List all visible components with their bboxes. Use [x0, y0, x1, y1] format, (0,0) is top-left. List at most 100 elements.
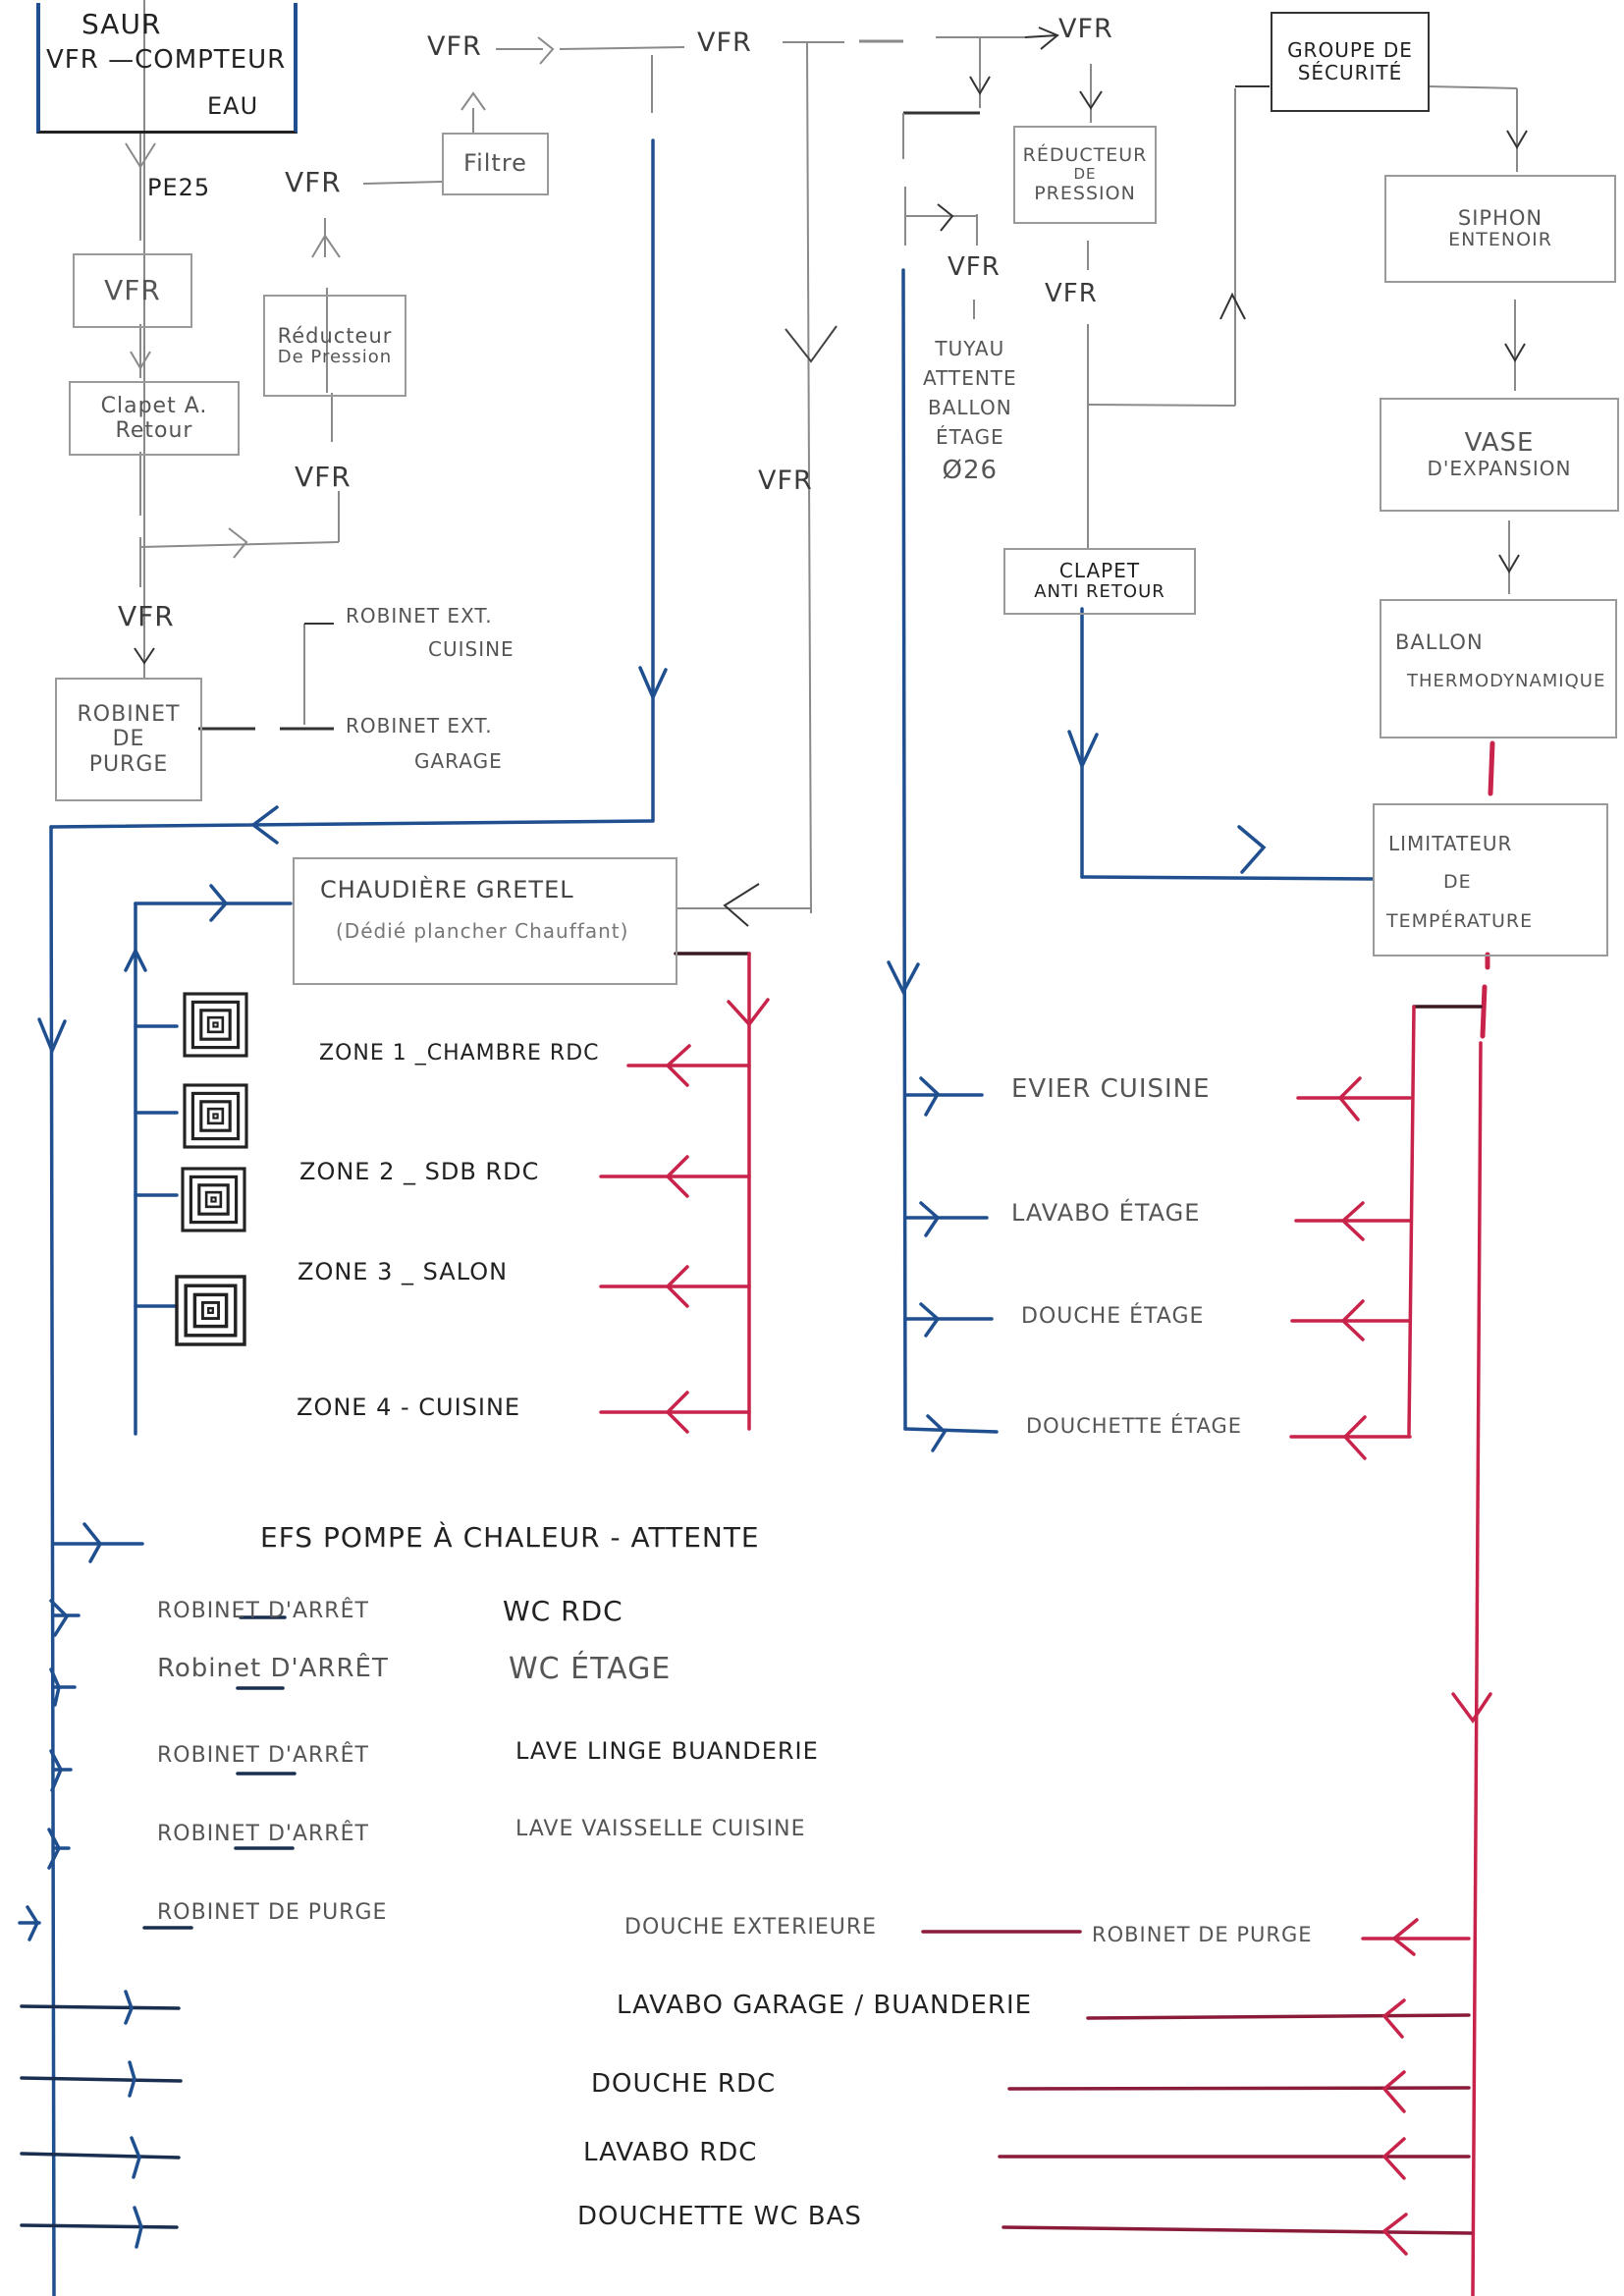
- arrow-down-icon: [887, 960, 920, 996]
- outlet-efs-label: EFS POMPE À CHALEUR - ATTENTE: [260, 1521, 760, 1554]
- arrow-right-icon: [209, 884, 229, 922]
- reducteur-right-line3: PRESSION: [1034, 182, 1136, 204]
- arrow-right-icon: [82, 1522, 103, 1563]
- arrow-down-icon: [1504, 343, 1526, 362]
- arrow-right-icon: [124, 1990, 134, 2025]
- pipe-segment: [20, 2004, 181, 2010]
- pipe-segment: [1480, 984, 1488, 1039]
- pipe-segment: [20, 2152, 181, 2159]
- robinet-ext-garage-line2: GARAGE: [414, 749, 503, 773]
- douche-exterieure-label: DOUCHE EXTERIEURE: [624, 1915, 878, 1940]
- reducteur-pression-right-box: RÉDUCTEUR DE PRESSION: [1013, 126, 1157, 224]
- arrow-left-icon: [1381, 2137, 1406, 2180]
- arrow-down-icon: [727, 998, 770, 1027]
- outlet-wc-rdc: WC RDC: [503, 1595, 623, 1627]
- vfr-top-filtre: VFR: [427, 31, 482, 62]
- pipe-segment: [901, 268, 907, 1431]
- arrow-down-icon: [1451, 1692, 1492, 1724]
- pipe-segment: [1488, 740, 1495, 796]
- ballon-line1: BALLON: [1395, 630, 1484, 654]
- eau-label: EAU: [207, 92, 259, 120]
- pipe-segment: [559, 46, 685, 50]
- arrow-right-icon: [919, 1302, 941, 1338]
- pipe-segment: [1024, 34, 1058, 38]
- chaudiere-line1: CHAUDIÈRE GRETEL: [320, 876, 574, 903]
- chaudiere-line2: (Dédié plancher Chauffant): [336, 919, 629, 943]
- zone-3-label: ZONE 3 _ SALON: [298, 1258, 509, 1285]
- saur-label: SAUR: [81, 8, 162, 40]
- pipe-segment: [1080, 875, 1375, 881]
- arrow-right-icon: [133, 2206, 143, 2249]
- reducteur-left-line2: De Pression: [277, 346, 393, 367]
- arrow-right-icon: [26, 1905, 39, 1941]
- outlet-robinet-2: Robinet D'ARRÊT: [157, 1654, 389, 1683]
- pipe-segment: [1086, 2013, 1471, 2020]
- outlet-lavabo-garage: LAVABO GARAGE / BUANDERIE: [617, 1991, 1033, 2020]
- pipe-segment: [20, 2223, 179, 2229]
- purge-right-label: ROBINET DE PURGE: [1092, 1923, 1313, 1946]
- clapet-anti-retour-line1: CLAPET: [1058, 559, 1141, 583]
- reducteur-pression-left-box: Réducteur De Pression: [263, 295, 406, 397]
- outlet-wc-etage: WC ÉTAGE: [509, 1652, 672, 1686]
- pipe-segment: [1471, 1041, 1483, 2296]
- purge-left-label: ROBINET DE PURGE: [157, 1900, 388, 1925]
- robinet-ext-cuisine-line1: ROBINET EXT.: [346, 604, 493, 628]
- underfloor-heating-icons: [175, 992, 248, 1346]
- arrow-left-icon: [1337, 1076, 1362, 1121]
- limiteur-line1: LIMITATEUR: [1388, 832, 1513, 855]
- reducteur-right-line2: DE: [1073, 165, 1097, 184]
- fixture-douche-etage: DOUCHE ÉTAGE: [1021, 1304, 1205, 1329]
- vfr-top-right: VFR: [1058, 14, 1113, 44]
- robinet-purge-line1: ROBINET: [77, 702, 181, 728]
- fixture-douchette-etage: DOUCHETTE ÉTAGE: [1026, 1414, 1243, 1438]
- arrow-left-icon: [1381, 2213, 1408, 2256]
- fixture-lavabo-etage: LAVABO ÉTAGE: [1011, 1199, 1201, 1227]
- siphon-line1: SIPHON: [1457, 206, 1543, 230]
- limiteur-line3: TEMPÉRATURE: [1386, 910, 1534, 932]
- tuyau-line1: TUYAU: [935, 337, 1005, 360]
- groupe-securite-box: GROUPE DE SÉCURITÉ: [1271, 12, 1430, 112]
- arrow-left-icon: [1381, 2070, 1406, 2113]
- heating-coil-icon: [183, 1083, 248, 1149]
- arrow-up-icon: [124, 947, 147, 972]
- siphon-entonnoir-box: SIPHON ENTENOIR: [1384, 175, 1616, 283]
- arrow-left-icon: [250, 805, 279, 845]
- arrow-right-icon: [1237, 825, 1267, 874]
- robinet-purge-line3: PURGE: [88, 751, 169, 777]
- arrow-left-icon: [1391, 1918, 1419, 1956]
- vfr-label: VFR: [104, 273, 161, 306]
- groupe-securite-line1: GROUPE DE: [1287, 38, 1413, 62]
- arrow-right-icon: [128, 2060, 136, 2098]
- vfr-below: VFR: [118, 600, 175, 632]
- pipe-segment: [362, 181, 443, 185]
- outlet-robinet-3: ROBINET D'ARRÊT: [157, 1743, 369, 1768]
- filtre-label: Filtre: [463, 149, 527, 178]
- vfr-under-reducteur-right: VFR: [1045, 279, 1098, 308]
- reducteur-right-line1: RÉDUCTEUR: [1022, 143, 1148, 166]
- arrow-down-icon: [125, 142, 156, 169]
- arrow-right-icon: [1038, 27, 1059, 50]
- vfr-top-center: VFR: [697, 27, 752, 58]
- arrow-left-icon: [665, 1265, 689, 1308]
- pipe-segment: [139, 541, 340, 548]
- hot-water-pipes: [599, 740, 1495, 2296]
- arrow-right-icon: [49, 1667, 61, 1707]
- vase-line2: D'EXPANSION: [1427, 457, 1572, 481]
- outlet-lavabo-rdc: LAVABO RDC: [583, 2138, 758, 2167]
- arrow-right-icon: [130, 2136, 141, 2179]
- pipe-segment: [1087, 404, 1236, 407]
- outlet-lave-vaisselle: LAVE VAISSELLE CUISINE: [515, 1817, 806, 1841]
- cold-water-pipes: [18, 138, 1375, 2296]
- pipe-segment: [1001, 2225, 1473, 2235]
- outlet-douchette-wc: DOUCHETTE WC BAS: [577, 2202, 862, 2231]
- arrow-right-icon: [919, 1076, 941, 1117]
- arrow-right-icon: [228, 527, 248, 559]
- arrow-right-icon: [937, 203, 954, 232]
- arrow-right-icon: [49, 1599, 70, 1637]
- vfr-compteur-label: VFR —COMPTEUR: [46, 45, 287, 75]
- arrow-down-icon: [134, 647, 155, 665]
- arrow-right-icon: [919, 1201, 941, 1237]
- heating-coil-icon: [181, 1167, 246, 1232]
- pipe-segment: [49, 819, 655, 829]
